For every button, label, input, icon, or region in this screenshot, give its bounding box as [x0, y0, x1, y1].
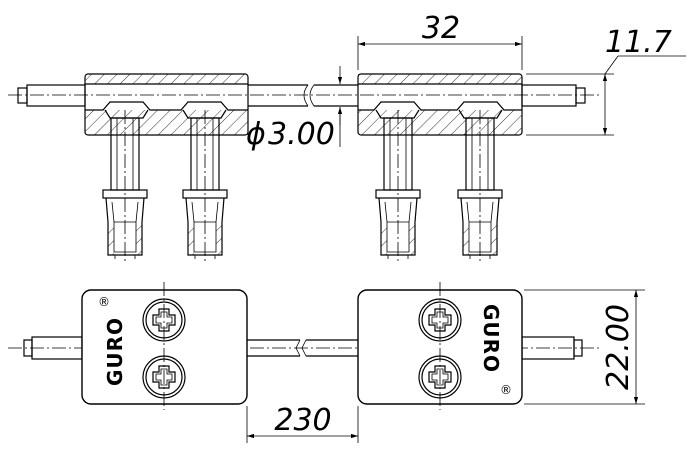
module-left-section — [84, 73, 249, 136]
diameter-symbol: ϕ — [246, 117, 266, 152]
registered-mark: ® — [98, 295, 110, 309]
dimension-11-7: 11.7 — [526, 25, 686, 136]
wire-middle — [248, 84, 358, 107]
brand-logo: GURO — [479, 304, 503, 373]
dimension-230: 230 — [246, 403, 359, 443]
registered-mark: ® — [500, 383, 512, 397]
wire-right — [521, 84, 586, 107]
dimension-diameter-label: 3.00 — [268, 117, 335, 152]
module-right-section — [357, 73, 523, 136]
dimension-11-7-label: 11.7 — [605, 25, 672, 60]
dimension-diameter: ϕ 3.00 — [246, 66, 343, 152]
dimension-32-label: 32 — [422, 11, 460, 46]
dimension-230-label: 230 — [274, 403, 331, 438]
section-view: 32 11.7 ϕ 3.00 — [8, 11, 686, 263]
plan-wire-middle — [247, 339, 358, 357]
module-right-plan: GURO ® — [357, 282, 523, 410]
dimension-22: 22.00 — [524, 289, 645, 405]
brand-logo: GURO — [103, 317, 127, 386]
plan-view: GURO ® GURO ® 22.00 230 — [8, 282, 645, 443]
module-left-plan: GURO ® — [81, 282, 248, 410]
dimension-32: 32 — [357, 11, 523, 70]
dimension-22-label: 22.00 — [601, 304, 636, 390]
wire-left — [17, 84, 86, 107]
